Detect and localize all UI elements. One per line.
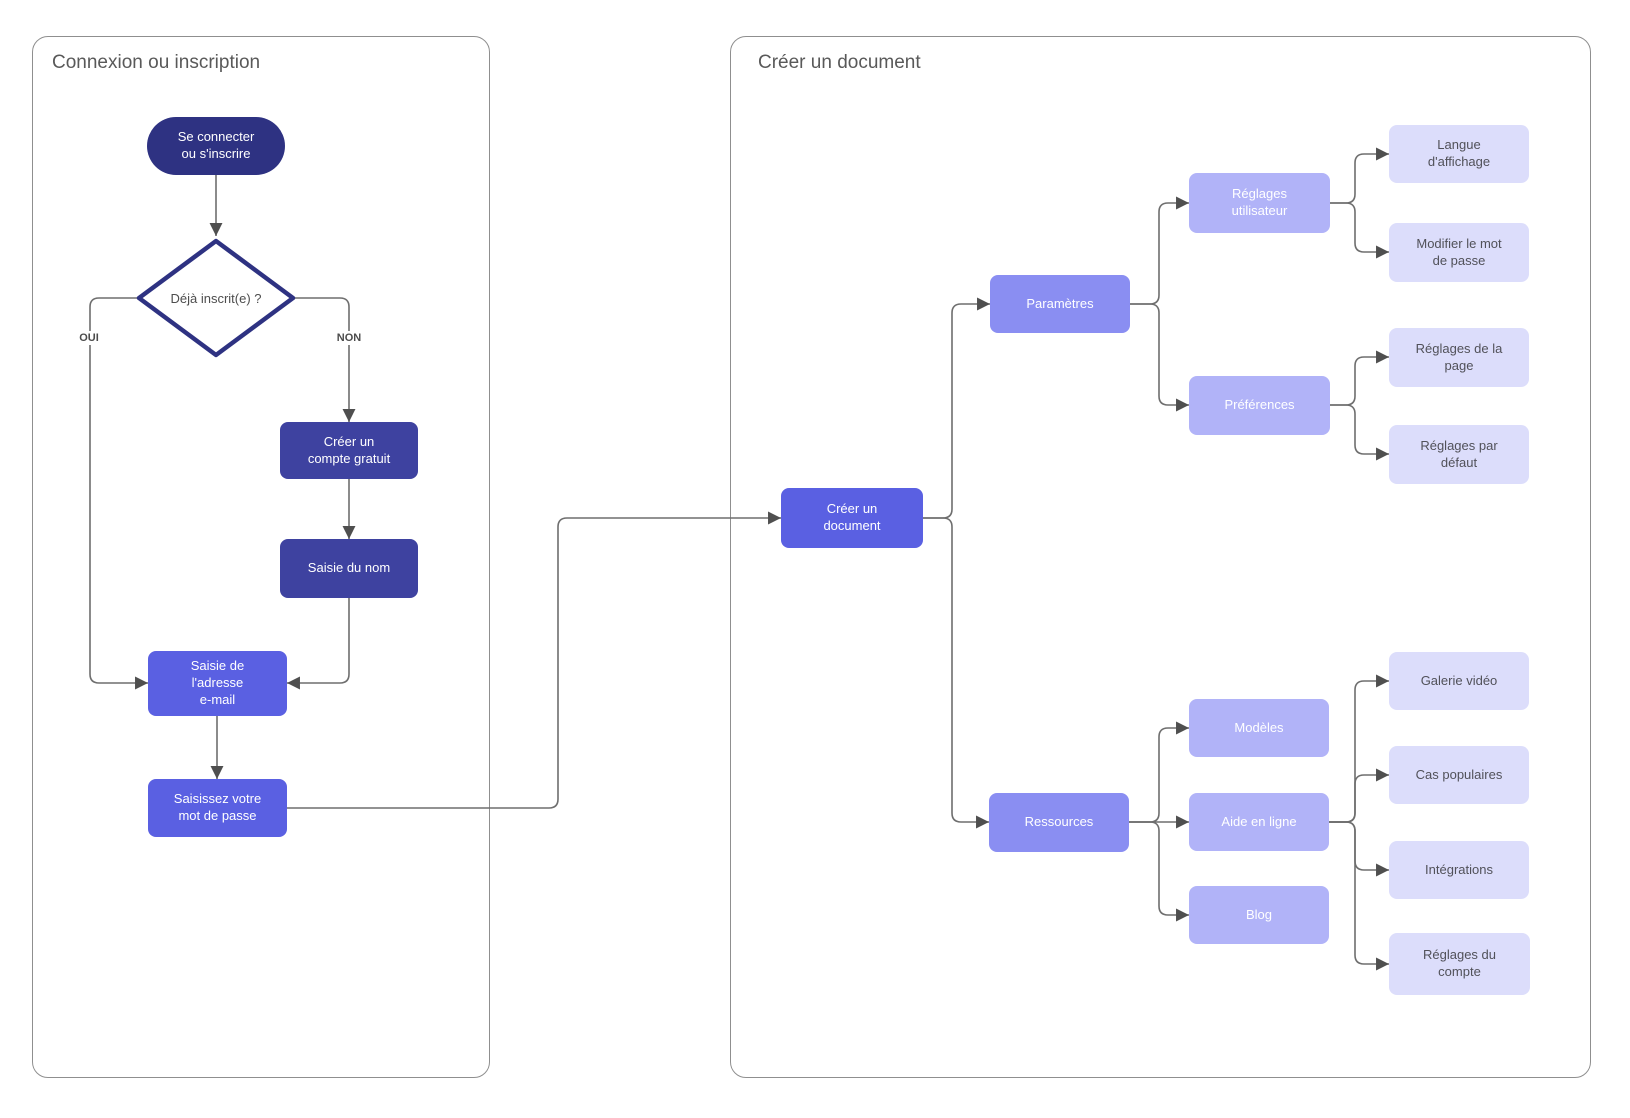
node-parameters[interactable]: Paramètres [990, 275, 1130, 333]
node-create-account[interactable]: Créer un compte gratuit [280, 422, 418, 479]
group-create-document-title: Créer un document [758, 52, 921, 73]
edge-user-settings-to-change-password [1330, 202, 1389, 259]
edge-password-to-create-document [287, 511, 781, 809]
edge-help-to-integrations [1329, 821, 1389, 877]
node-user-settings[interactable]: Réglages utilisateur [1189, 173, 1330, 233]
edge-parameters-to-preferences [1130, 303, 1189, 412]
group-login-title: Connexion ou inscription [52, 52, 261, 73]
node-resources[interactable]: Ressources [989, 793, 1129, 852]
edge-resources-to-blog [1129, 821, 1189, 922]
node-enter-password[interactable]: Saisissez votre mot de passe [148, 779, 287, 837]
node-account-settings[interactable]: Réglages du compte [1389, 933, 1530, 995]
node-create-document[interactable]: Créer un document [781, 488, 923, 548]
edge-parameters-to-user-settings [1130, 196, 1189, 305]
node-default-settings[interactable]: Réglages par défaut [1389, 425, 1529, 484]
edge-document-to-parameters [923, 297, 990, 519]
edge-help-to-video-gallery [1329, 674, 1389, 823]
node-blog[interactable]: Blog [1189, 886, 1329, 944]
edge-decision-oui-to-email [89, 297, 148, 690]
node-decision[interactable]: Déjà inscrit(e) ? [136, 238, 296, 358]
group-login: Connexion ou inscription [32, 36, 490, 1078]
decision-diamond-shape [136, 238, 296, 358]
node-templates[interactable]: Modèles [1189, 699, 1329, 757]
node-video-gallery[interactable]: Galerie vidéo [1389, 652, 1529, 710]
edge-document-to-resources [923, 517, 989, 829]
group-create-document: Créer un document [730, 36, 1591, 1078]
node-page-settings[interactable]: Réglages de la page [1389, 328, 1529, 387]
node-online-help[interactable]: Aide en ligne [1189, 793, 1329, 851]
edge-help-to-popular-cases [1329, 768, 1389, 823]
node-enter-name[interactable]: Saisie du nom [280, 539, 418, 598]
edge-name-to-email [287, 598, 350, 690]
edge-decision-non-to-create-account [294, 297, 356, 422]
node-popular-cases[interactable]: Cas populaires [1389, 746, 1529, 804]
edge-user-settings-to-language [1330, 147, 1389, 204]
edge-help-to-account-settings [1329, 821, 1389, 971]
edge-preferences-to-page-settings [1330, 350, 1389, 406]
edge-label-non: NON [330, 331, 368, 345]
node-start[interactable]: Se connecter ou s'inscrire [147, 117, 285, 175]
edge-preferences-to-default-settings [1330, 404, 1389, 461]
node-enter-email[interactable]: Saisie de l'adresse e-mail [148, 651, 287, 716]
node-change-password[interactable]: Modifier le mot de passe [1389, 223, 1529, 282]
node-display-language[interactable]: Langue d'affichage [1389, 125, 1529, 183]
node-integrations[interactable]: Intégrations [1389, 841, 1529, 899]
edge-label-oui: OUI [70, 331, 108, 345]
node-preferences[interactable]: Préférences [1189, 376, 1330, 435]
edge-resources-to-templates [1129, 721, 1189, 823]
